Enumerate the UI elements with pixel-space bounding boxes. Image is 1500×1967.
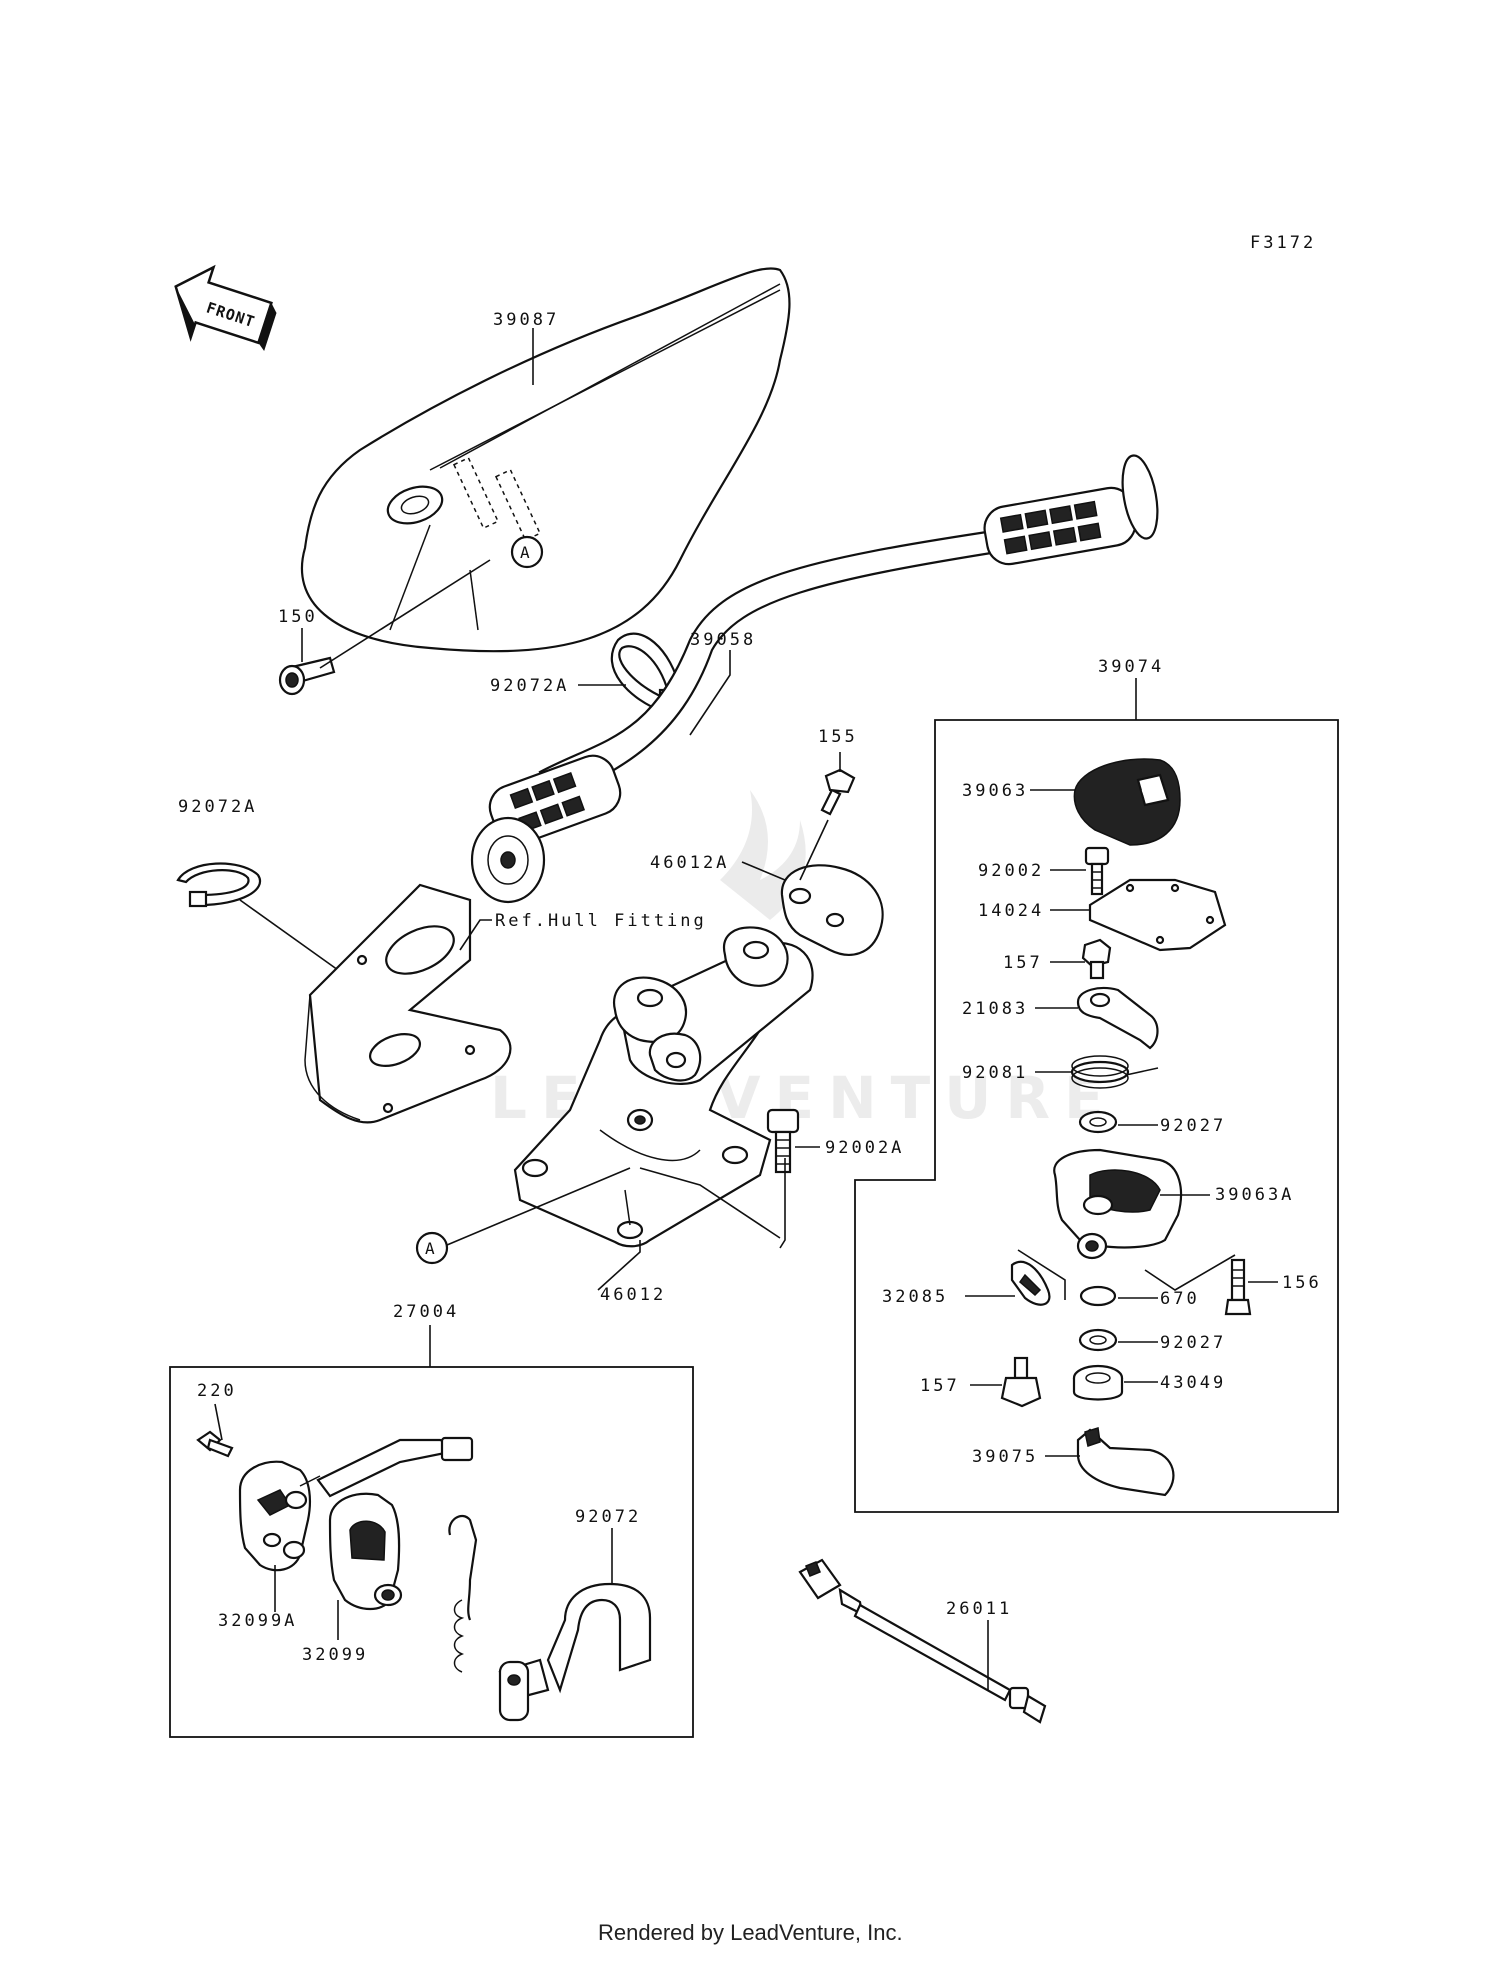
group-box-39074 (854, 719, 1339, 1513)
footer-credit: Rendered by LeadVenture, Inc. (598, 1920, 903, 1945)
part-32099-switch (328, 1492, 403, 1611)
group-box-27004 (169, 1366, 694, 1738)
switch-wire-harness (299, 1436, 474, 1498)
label-92002a: 92002A (825, 1138, 904, 1158)
label-43049: 43049 (1160, 1373, 1226, 1393)
label-92027-bottom: 92027 (1160, 1333, 1226, 1353)
callout-a-bottom-letter: A (425, 1239, 435, 1258)
part-14024-plate (1088, 878, 1227, 952)
label-39087: 39087 (493, 310, 559, 330)
label-92072a-top: 92072A (490, 676, 569, 696)
label-670: 670 (1160, 1289, 1200, 1309)
label-39075: 39075 (972, 1447, 1038, 1467)
label-27004: 27004 (393, 1302, 459, 1322)
part-46012-holder (513, 926, 814, 1248)
part-92002-screw (1084, 846, 1110, 896)
callout-a-bottom (415, 1231, 449, 1265)
part-150-bolt (278, 656, 336, 696)
figure-code: F3172 (1250, 233, 1316, 253)
part-39075-lever (1076, 1427, 1175, 1497)
label-156: 156 (1282, 1273, 1322, 1293)
label-92072a-left: 92072A (178, 797, 257, 817)
part-39063-cover: K (1073, 758, 1181, 846)
part-157-bolt-bottom (1000, 1356, 1042, 1408)
label-32085: 32085 (882, 1287, 948, 1307)
part-32085-pad (1010, 1260, 1051, 1306)
callout-a-top-letter: A (520, 543, 530, 562)
front-arrow-icon: FRONT (174, 264, 277, 352)
part-155-bolt (820, 768, 856, 816)
label-46012: 46012 (600, 1285, 666, 1305)
label-46012a: 46012A (650, 853, 729, 873)
label-39063: 39063 (962, 781, 1028, 801)
part-43049-seal (1072, 1364, 1124, 1401)
part-26011-cable (798, 1558, 1047, 1724)
label-157-top: 157 (1003, 953, 1043, 973)
part-92072-lanyard-clamp (448, 1514, 652, 1722)
part-92072a-band-left (176, 862, 261, 908)
label-32099: 32099 (302, 1645, 368, 1665)
part-157-bolt-top (1081, 938, 1112, 980)
label-92027-top: 92027 (1160, 1116, 1226, 1136)
part-32099a-switch (238, 1460, 311, 1572)
part-39058-handlebar (470, 454, 1159, 904)
label-157-bottom: 157 (920, 1376, 960, 1396)
callout-a-top (510, 535, 544, 569)
label-26011: 26011 (946, 1599, 1012, 1619)
label-92002: 92002 (978, 861, 1044, 881)
part-92027-washer-top (1078, 1110, 1118, 1134)
part-39087-cover (300, 267, 791, 653)
part-46012a-clamp (780, 864, 884, 956)
label-155: 155 (818, 727, 858, 747)
part-92002a-bolt (766, 1108, 800, 1174)
label-14024: 14024 (978, 901, 1044, 921)
part-21083-lever (1076, 986, 1159, 1050)
reference-hull-fitting: Ref.Hull Fitting (495, 911, 707, 931)
part-92027-washer-bottom (1078, 1328, 1118, 1352)
hull-fitting-bracket (304, 883, 512, 1124)
label-92081: 92081 (962, 1063, 1028, 1083)
part-220-screw (196, 1430, 234, 1458)
label-92072: 92072 (575, 1507, 641, 1527)
label-39063a: 39063A (1215, 1185, 1294, 1205)
label-32099a: 32099A (218, 1611, 297, 1631)
part-156-screw (1224, 1258, 1252, 1316)
label-39074: 39074 (1098, 657, 1164, 677)
part-670-o-ring (1079, 1285, 1117, 1307)
label-220: 220 (197, 1381, 237, 1401)
label-150: 150 (278, 607, 318, 627)
label-21083: 21083 (962, 999, 1028, 1019)
label-39058: 39058 (690, 630, 756, 650)
part-39063a-housing (1053, 1148, 1182, 1260)
